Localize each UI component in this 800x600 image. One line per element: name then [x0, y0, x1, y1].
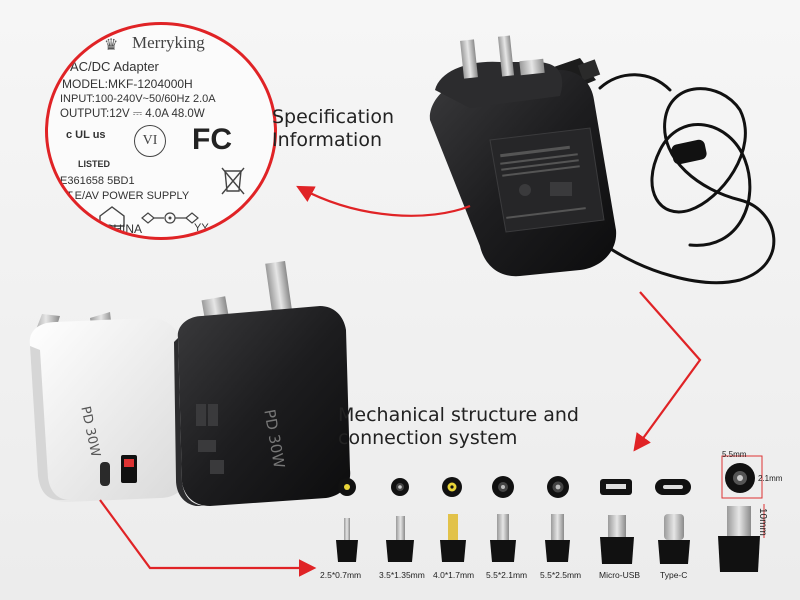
connector-label-6: Micro-USB	[599, 570, 641, 580]
adapter-cable	[598, 73, 776, 285]
connector-label-1: 2.5*0.7mm	[320, 570, 362, 580]
indoor-use-icon	[99, 206, 125, 227]
dim-outer: 5.5mm	[722, 450, 747, 459]
label-output: OUTPUT:12V ⎓ 4.0A 48.0W	[60, 108, 205, 120]
specification-caption-line2: Information	[272, 128, 382, 151]
red-arrows	[99, 185, 702, 577]
connector-label-7: Type-C	[660, 570, 688, 580]
specification-lens: ♛ Merryking AC/DC Adapter MODEL:MKF-1204…	[45, 22, 277, 240]
connector-label-4: 5.5*2.1mm	[486, 570, 528, 580]
connector-plug-icons	[336, 504, 765, 572]
fcc-mark-icon: FC	[192, 123, 232, 156]
white-charger	[29, 312, 189, 502]
black-adapter	[429, 35, 617, 277]
label-file-number: E361658 5BD1	[60, 175, 135, 187]
label-made-in: E IN CHINA	[78, 222, 143, 236]
dim-length: 10mm	[757, 508, 768, 536]
ul-mark-icon: c UL us	[66, 129, 106, 141]
dim-inner: 2.1mm	[758, 474, 783, 483]
connector-label-3: 4.0*1.7mm	[433, 570, 475, 580]
specification-caption: Specification Information	[272, 106, 394, 152]
connector-label-5: 5.5*2.5mm	[540, 570, 582, 580]
vi-mark-icon: VI	[134, 125, 166, 157]
specification-caption-line1: Specification	[272, 106, 394, 128]
label-model: MODEL:MKF-1204000H	[62, 77, 193, 91]
mechanical-caption: Mechanical structure and connection syst…	[338, 404, 579, 450]
listed-text: LISTED	[78, 159, 111, 169]
weee-bin-icon	[221, 167, 245, 195]
mechanical-caption-line2: connection system	[338, 426, 518, 449]
connector-face-icons	[338, 455, 763, 499]
label-yy: YY	[194, 222, 209, 234]
brand-logo: Merryking	[132, 33, 205, 52]
mechanical-caption-line1: Mechanical structure and	[338, 404, 579, 426]
crown-icon: ♛	[104, 37, 119, 54]
label-ite: I.T.E/AV POWER SUPPLY	[60, 190, 190, 202]
connector-label-2: 3.5*1.35mm	[379, 570, 425, 580]
polarity-icon	[141, 212, 199, 224]
label-title: AC/DC Adapter	[70, 59, 159, 74]
label-input: INPUT:100-240V~50/60Hz 2.0A	[60, 93, 216, 105]
cable-tie	[671, 139, 707, 165]
black-pd-charger	[174, 260, 351, 506]
